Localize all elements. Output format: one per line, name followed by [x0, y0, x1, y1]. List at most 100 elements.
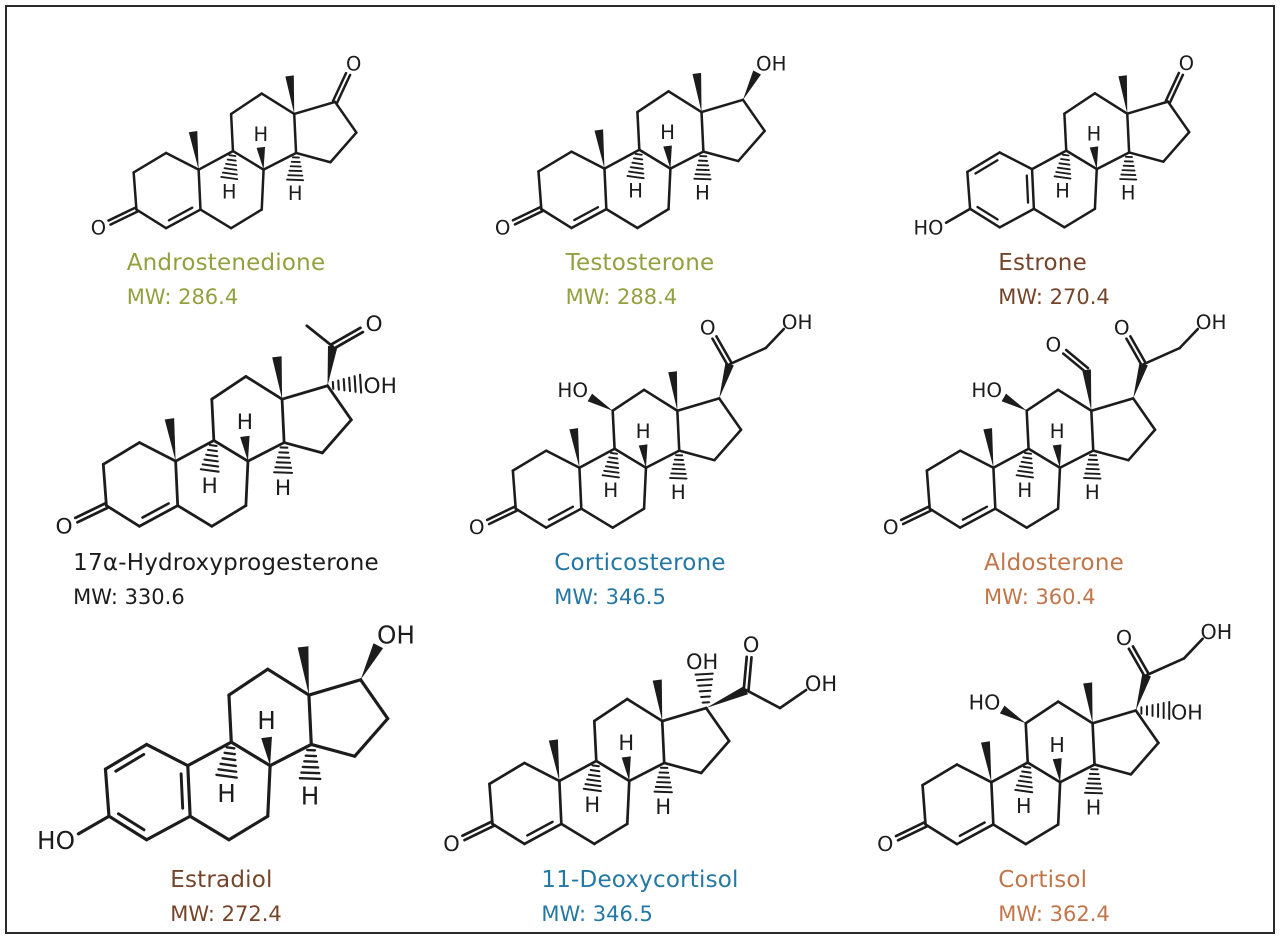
molecule-caption: 11-Deoxycortisol MW: 346.5 — [541, 861, 738, 926]
svg-text:HO: HO — [971, 379, 1002, 403]
svg-text:H: H — [275, 477, 291, 502]
svg-text:OH: OH — [1171, 701, 1203, 725]
svg-text:OH: OH — [364, 374, 397, 399]
svg-text:HO: HO — [557, 379, 588, 403]
molecular-weight: MW: 272.4 — [170, 901, 282, 926]
svg-text:H: H — [222, 181, 237, 204]
molecular-weight: MW: 286.4 — [126, 284, 239, 309]
svg-text:H: H — [1121, 182, 1136, 205]
molecule-name: Cortisol — [998, 867, 1088, 894]
svg-text:H: H — [1087, 123, 1102, 146]
svg-text:H: H — [1049, 733, 1065, 757]
svg-text:O: O — [743, 634, 760, 658]
svg-text:O: O — [699, 316, 715, 340]
molecule-caption: Estradiol MW: 272.4 — [170, 861, 282, 926]
svg-text:O: O — [365, 312, 382, 337]
svg-text:O: O — [91, 217, 106, 240]
svg-text:H: H — [253, 123, 268, 146]
molecular-weight: MW: 360.4 — [984, 584, 1096, 609]
svg-text:O: O — [1045, 333, 1061, 357]
molecule-name: Androstenedione — [126, 250, 326, 277]
molecule-name: Estrone — [998, 250, 1087, 277]
svg-text:H: H — [1085, 796, 1101, 820]
molecule-caption: 17α-Hydroxyprogesterone MW: 330.6 — [73, 544, 379, 609]
molecule-caption: Estrone MW: 270.4 — [998, 244, 1110, 309]
molecule-caption: Androstenedione MW: 286.4 — [127, 244, 326, 309]
molecular-weight: MW: 346.5 — [541, 901, 653, 926]
svg-text:H: H — [288, 183, 303, 206]
svg-text:H: H — [1017, 479, 1032, 503]
svg-text:H: H — [257, 707, 276, 736]
molecule-caption: Cortisol MW: 362.4 — [998, 861, 1110, 926]
svg-text:O: O — [1113, 316, 1129, 340]
svg-text:H: H — [202, 474, 218, 499]
svg-text:OH: OH — [781, 310, 812, 334]
svg-text:OH: OH — [1200, 620, 1232, 644]
svg-text:OH: OH — [805, 673, 837, 697]
svg-text:H: H — [603, 479, 618, 503]
molecule-name: Testosterone — [565, 250, 715, 277]
svg-text:HO: HO — [37, 827, 75, 856]
molecule-name: Corticosterone — [554, 550, 726, 577]
svg-text:H: H — [1084, 480, 1099, 504]
svg-text:O: O — [1115, 626, 1131, 650]
molecule-name: Aldosterone — [984, 550, 1124, 577]
svg-text:O: O — [882, 516, 898, 540]
svg-text:H: H — [237, 410, 253, 435]
molecular-weight: MW: 346.5 — [554, 584, 666, 609]
svg-text:H: H — [660, 122, 675, 145]
svg-text:H: H — [584, 793, 600, 817]
molecule-caption: Aldosterone MW: 360.4 — [984, 544, 1124, 609]
svg-text:O: O — [443, 832, 460, 856]
svg-text:OH: OH — [377, 621, 415, 650]
svg-text:H: H — [670, 480, 685, 504]
svg-text:H: H — [1049, 420, 1064, 444]
svg-text:O: O — [346, 53, 361, 76]
molecule-name: 11-Deoxycortisol — [541, 867, 739, 894]
svg-text:O: O — [468, 516, 484, 540]
svg-text:OH: OH — [686, 651, 718, 675]
svg-text:H: H — [1016, 794, 1032, 818]
structure-drawing: O H H H O — [84, 48, 368, 244]
molecule-name: Estradiol — [170, 867, 273, 894]
svg-text:H: H — [635, 420, 650, 444]
molecular-weight: MW: 330.6 — [73, 584, 185, 609]
molecule-card-androstenedione: O H H H O Androstenedione MW: 286.4 — [19, 17, 433, 309]
svg-text:H: H — [628, 180, 643, 203]
molecule-caption: Corticosterone MW: 346.5 — [554, 544, 725, 609]
svg-text:O: O — [877, 833, 893, 857]
svg-text:O: O — [1179, 53, 1194, 76]
svg-text:H: H — [217, 780, 236, 809]
svg-text:O: O — [55, 515, 72, 540]
svg-text:OH: OH — [1195, 310, 1226, 334]
svg-text:O: O — [494, 217, 510, 240]
svg-text:H: H — [618, 731, 634, 755]
molecular-weight: MW: 362.4 — [998, 901, 1110, 926]
molecule-name: 17α-Hydroxyprogesterone — [73, 550, 379, 577]
svg-text:H: H — [695, 182, 710, 205]
molecular-weight: MW: 270.4 — [998, 284, 1110, 309]
svg-text:HO: HO — [968, 691, 1000, 715]
svg-text:OH: OH — [756, 53, 786, 76]
svg-text:HO: HO — [914, 217, 944, 240]
svg-text:H: H — [1055, 180, 1070, 203]
